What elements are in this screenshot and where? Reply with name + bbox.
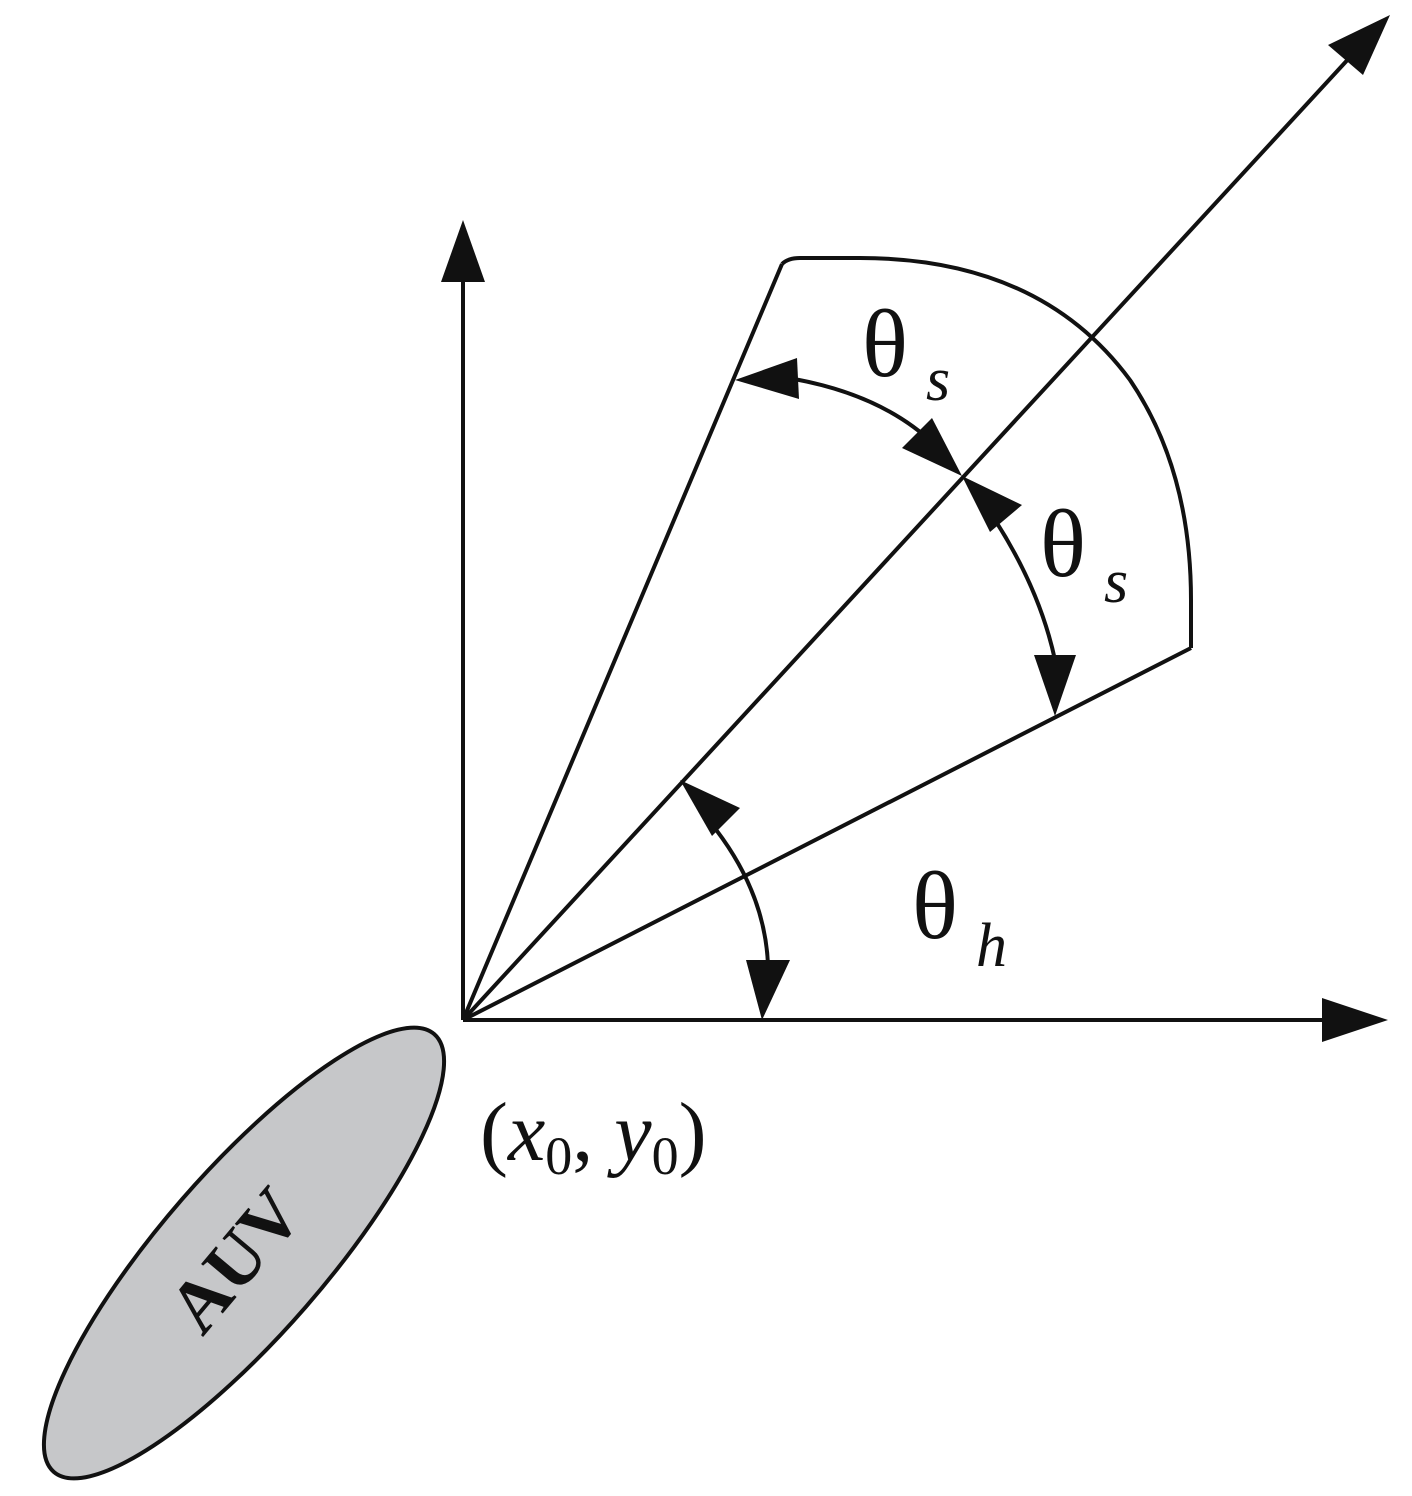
heading-arc-arrowhead-top	[680, 780, 740, 836]
theta-h-subscript: h	[976, 912, 1007, 980]
upper-arc-arrowhead-left	[735, 358, 799, 399]
heading-arc-arrowhead-bottom	[746, 960, 790, 1020]
heading-angle-arc	[680, 780, 790, 1020]
heading-arrowhead	[1328, 15, 1390, 75]
heading-direction	[461, 15, 1390, 1022]
lower-half-angle-arc	[962, 476, 1076, 716]
theta-s-upper-subscript: s	[926, 346, 950, 414]
upper-half-angle-arc	[735, 358, 962, 476]
origin-x-symbol: x	[506, 1086, 545, 1179]
sector-right-edge	[462, 646, 1192, 1022]
origin-y-symbol: y	[606, 1086, 652, 1179]
theta-s-lower-label: θ s	[1040, 490, 1128, 616]
auv-hull	[41, 1025, 447, 1481]
sector-left-edge	[461, 263, 784, 1021]
lower-arc-path	[993, 518, 1057, 661]
theta-s-upper-symbol: θ	[862, 290, 908, 397]
lower-arc-arrowhead-top	[962, 476, 1022, 532]
coordinate-axes	[441, 220, 1388, 1042]
x-axis-arrowhead	[1322, 998, 1388, 1042]
y-axis-arrowhead	[441, 220, 485, 282]
heading-line	[461, 53, 1354, 1022]
origin-close-paren: )	[679, 1086, 707, 1179]
lower-arc-arrowhead-bottom	[1034, 655, 1076, 716]
origin-y-index: 0	[652, 1126, 679, 1186]
sector-outer-arc	[780, 256, 1193, 648]
theta-s-lower-subscript: s	[1104, 548, 1128, 616]
sonar-sector	[461, 256, 1193, 1022]
upper-arc-path	[781, 375, 937, 447]
origin-open-paren: (	[480, 1086, 508, 1179]
upper-arc-arrowhead-right	[902, 418, 962, 476]
theta-h-label: θ h	[912, 852, 1007, 980]
heading-arc-path	[708, 820, 770, 966]
origin-comma: ,	[572, 1086, 614, 1179]
theta-h-symbol: θ	[912, 852, 958, 959]
theta-s-upper-label: θ s	[862, 290, 950, 414]
origin-coordinate-label: (x0, y0)	[480, 1086, 707, 1186]
auv-body: AUV	[41, 1025, 447, 1481]
theta-s-lower-symbol: θ	[1040, 490, 1086, 597]
origin-x-index: 0	[545, 1126, 572, 1186]
